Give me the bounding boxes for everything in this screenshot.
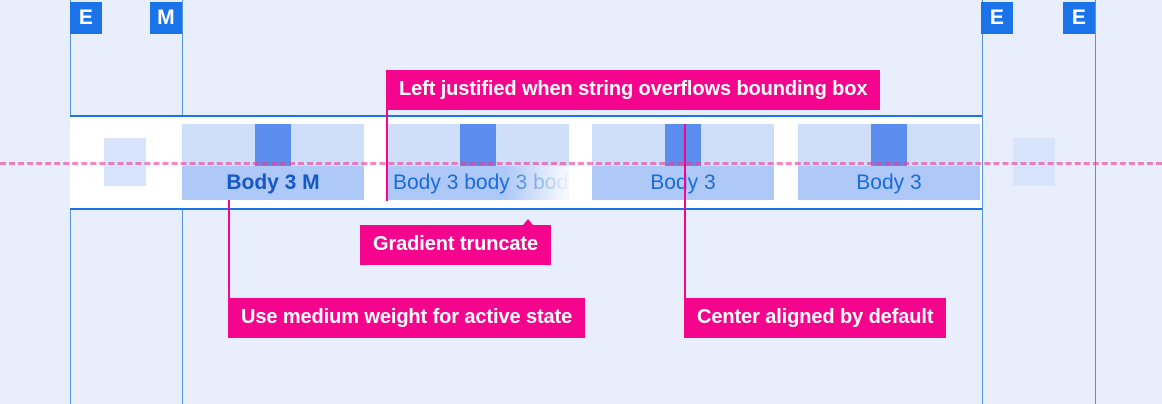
- tab-icon-slot-3: [592, 124, 774, 166]
- annotation-center-aligned: Center aligned by default: [684, 298, 947, 338]
- annotation-left-justified: Left justified when string overflows bou…: [386, 70, 881, 110]
- edge-badge-e-right-inner: E: [981, 2, 1013, 34]
- edge-badge-m-left-inner: M: [150, 2, 182, 34]
- annotation-medium-weight: Use medium weight for active state: [228, 298, 586, 338]
- vertical-center-reference-line: [0, 162, 1162, 165]
- vertical-guide-right-outer: [1095, 0, 1096, 404]
- tab-icon-2: [460, 124, 496, 166]
- annotation-gradient-truncate: Gradient truncate: [360, 225, 551, 265]
- tab-label-1: Body 3 M: [182, 166, 364, 200]
- tab-label-4: Body 3: [798, 166, 980, 200]
- tab-label-3: Body 3: [592, 166, 774, 200]
- leader-medium-weight: [228, 200, 230, 298]
- vertical-guide-right-inner: [982, 0, 983, 404]
- edge-badge-e-left-outer: E: [70, 2, 102, 34]
- tab-item-4[interactable]: Body 3: [798, 124, 980, 200]
- leader-center-aligned: [684, 124, 686, 298]
- tab-icon-slot-1: [182, 124, 364, 166]
- tab-icon-4: [871, 124, 907, 166]
- tab-icon-slot-4: [798, 124, 980, 166]
- tab-icon-slot-2: [387, 124, 569, 166]
- tab-item-3[interactable]: Body 3: [592, 124, 774, 200]
- nub-gradient-truncate: [523, 219, 533, 225]
- tab-item-1[interactable]: Body 3 M: [182, 124, 364, 200]
- leader-left-justified: [386, 70, 388, 201]
- tab-label-2: Body 3 body 3 body 3: [387, 166, 569, 200]
- tab-item-2[interactable]: Body 3 body 3 body 3: [387, 124, 569, 200]
- tab-icon-3: [665, 124, 701, 166]
- tab-icon-1: [255, 124, 291, 166]
- edge-badge-e-right-outer: E: [1063, 2, 1095, 34]
